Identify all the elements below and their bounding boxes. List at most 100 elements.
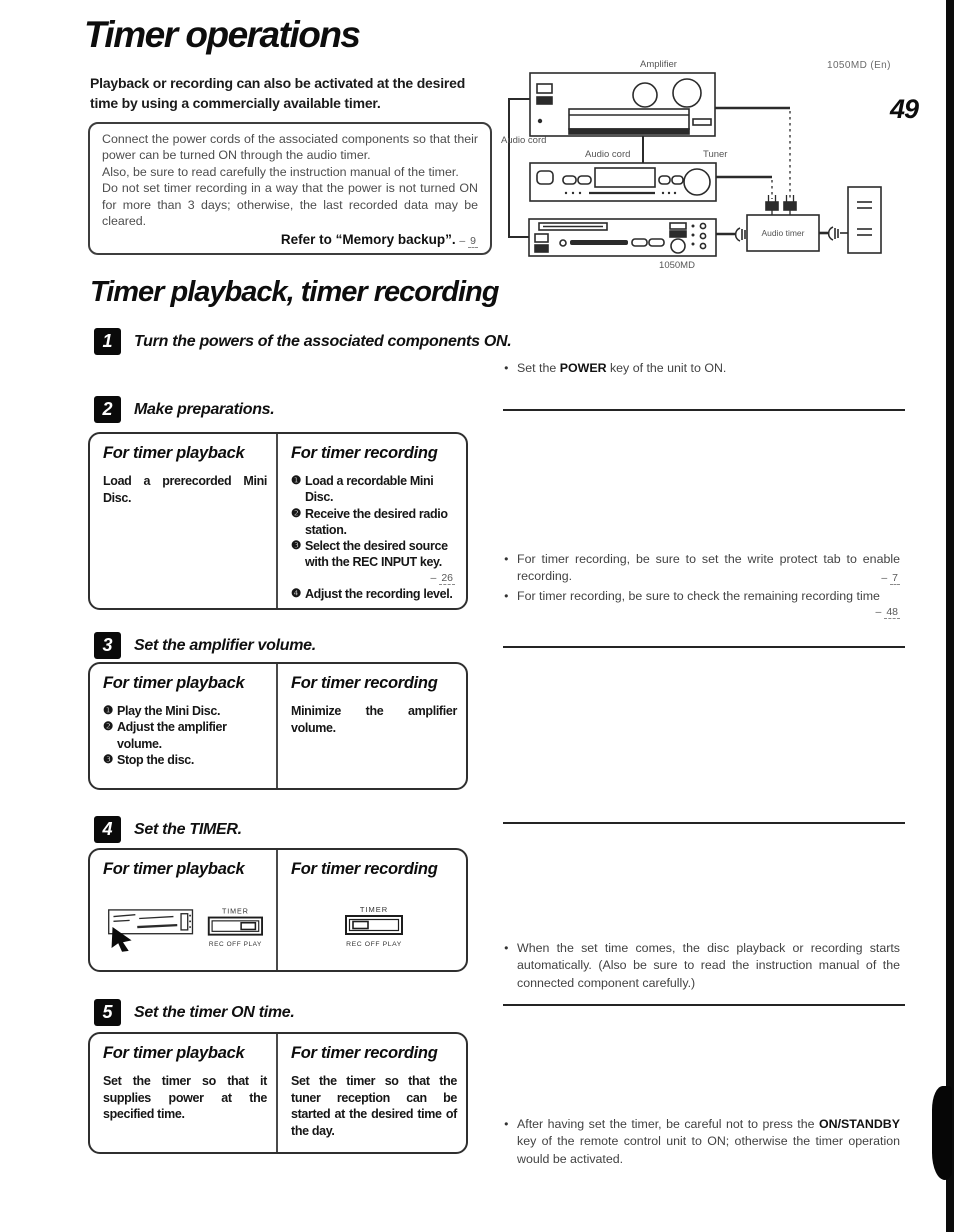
amplifier-box (529, 72, 716, 137)
recording-instruction: ❷ Receive the desired radio station. (291, 506, 448, 537)
tuner-box (529, 162, 717, 202)
timer-playback-cell: For timer playback Set the timer so that… (90, 1034, 278, 1152)
note-step-2: For timer recording, be sure to set the … (504, 551, 900, 622)
scan-edge-artifact (946, 0, 954, 1232)
refer-line: Refer to “Memory backup”. – 9 (102, 232, 478, 249)
timer-switch-label: TIMER (360, 905, 388, 914)
model-reference: 1050MD (En) (827, 60, 891, 71)
timer-recording-cell: For timer recording TIMER REC OFF PLAY (278, 850, 466, 970)
ac-plug-icon (765, 201, 779, 211)
step-2-badge: 2 (94, 396, 121, 423)
step-4-title: Set the TIMER. (134, 820, 242, 838)
deck-model-label: 1050MD (659, 260, 695, 271)
connection-diagram: Amplifier Audio cord Audio cord Tuner Au… (501, 59, 882, 271)
timer-switch-rec: TIMER REC OFF PLAY (345, 905, 403, 948)
note-item: For timer recording, be sure to set the … (504, 551, 900, 586)
recording-instruction: Minimize the amplifier volume. (291, 704, 457, 735)
page-reference-number: 7 (890, 572, 900, 586)
notice-paragraph: Connect the power cords of the associate… (102, 132, 478, 163)
step-2-title: Make preparations. (134, 400, 275, 418)
wall-outlet-box (847, 186, 882, 254)
notice-paragraph: Do not set timer recording in a way that… (102, 181, 478, 228)
md-deck-box (528, 218, 717, 257)
divider (503, 646, 905, 648)
page-reference: – 26 (430, 571, 455, 585)
timer-playback-cell: For timer playback Load a prerecorded Mi… (90, 434, 278, 608)
step-3-table: For timer playback ❶ Play the Mini Disc.… (88, 662, 468, 790)
note-step-1: Set the POWER key of the unit to ON. (504, 360, 900, 379)
timer-switch-label: TIMER (222, 908, 249, 916)
playback-instruction: ❸ Stop the disc. (103, 752, 195, 767)
note-item: Set the POWER key of the unit to ON. (504, 360, 900, 377)
column-header-recording: For timer recording (291, 1044, 438, 1062)
item-number-icon: ❸ (103, 753, 113, 766)
playback-instruction: ❷ Adjust the amplifier volume. (103, 720, 227, 751)
amplifier-label: Amplifier (640, 59, 677, 70)
refer-label: Refer to “Memory backup”. (280, 232, 456, 248)
timer-recording-cell: For timer recording Minimize the amplifi… (278, 664, 466, 788)
page-number: 49 (890, 94, 919, 124)
intro-paragraph: Playback or recording can also be activa… (90, 75, 466, 111)
playback-instruction: Set the timer so that it supplies power … (103, 1074, 267, 1121)
divider (503, 409, 905, 411)
recording-instruction: ❶ Load a recordable Mini Disc. (291, 474, 434, 505)
note-item: When the set time comes, the disc playba… (504, 940, 900, 992)
tuner-label: Tuner (703, 149, 727, 160)
note-step-5: After having set the timer, be careful n… (504, 1116, 900, 1170)
timer-playback-cell: For timer playback (90, 850, 278, 970)
step-5-badge: 5 (94, 999, 121, 1026)
step-1-title: Turn the powers of the associated compon… (134, 332, 512, 350)
timer-switch-positions: REC OFF PLAY (346, 941, 402, 948)
step-5-title: Set the timer ON time. (134, 1003, 295, 1021)
pointer-arrow-icon (111, 927, 132, 952)
step-1: 1 Turn the powers of the associated comp… (94, 328, 512, 355)
column-header-recording: For timer recording (291, 860, 438, 878)
notice-paragraph: Also, be sure to read carefully the inst… (102, 164, 459, 179)
item-number-icon: ❷ (103, 721, 113, 734)
plug-icon (734, 227, 741, 242)
column-header-playback: For timer playback (103, 860, 245, 878)
column-header-recording: For timer recording (291, 674, 438, 692)
page-reference: – 7 (881, 572, 900, 586)
key-name: POWER (559, 361, 607, 375)
divider (503, 822, 905, 824)
step-3-badge: 3 (94, 632, 121, 659)
step-5: 5 Set the timer ON time. (94, 999, 295, 1026)
item-number-icon: ❶ (291, 475, 301, 487)
step-2-table: For timer playback Load a prerecorded Mi… (88, 432, 468, 610)
scan-edge-artifact (932, 1086, 952, 1180)
audio-cord-label: Audio cord (501, 135, 546, 146)
item-number-icon: ❹ (291, 587, 301, 600)
column-header-recording: For timer recording (291, 444, 438, 462)
timer-switch-play: TIMER REC OFF PLAY (207, 908, 264, 948)
page-reference-number: 9 (468, 235, 478, 249)
step-3: 3 Set the amplifier volume. (94, 632, 316, 659)
timer-recording-cell: For timer recording Set the timer so tha… (278, 1034, 466, 1152)
page-reference: – 9 (459, 235, 478, 249)
audio-cord-label: Audio cord (585, 149, 630, 160)
recording-instruction: ❸ Select the desired source with the REC… (291, 539, 448, 570)
page-reference-number: 48 (884, 606, 900, 620)
section-title: Timer playback, timer recording (90, 276, 499, 308)
item-number-icon: ❶ (103, 705, 113, 717)
playback-instruction: ❶ Play the Mini Disc. (103, 704, 221, 718)
step-3-title: Set the amplifier volume. (134, 636, 316, 654)
divider (503, 1004, 905, 1006)
step-5-table: For timer playback Set the timer so that… (88, 1032, 468, 1154)
timer-recording-cell: For timer recording ❶ Load a recordable … (278, 434, 466, 608)
recording-instruction: ❹ Adjust the recording level. (291, 586, 453, 601)
page-reference-number: 26 (439, 571, 455, 585)
notice-box: Connect the power cords of the associate… (88, 122, 492, 256)
column-header-playback: For timer playback (103, 674, 245, 692)
timer-switch-positions: REC OFF PLAY (209, 941, 262, 948)
note-item: After having set the timer, be careful n… (504, 1116, 900, 1168)
note-step-4: When the set time comes, the disc playba… (504, 940, 900, 994)
column-header-playback: For timer playback (103, 444, 245, 462)
item-number-icon: ❷ (291, 507, 301, 520)
recording-instruction: Set the timer so that the tuner receptio… (291, 1074, 457, 1138)
ac-plug-icon (783, 201, 797, 211)
step-2: 2 Make preparations. (94, 396, 275, 423)
step-4-table: For timer playback (88, 848, 468, 972)
column-header-playback: For timer playback (103, 1044, 245, 1062)
